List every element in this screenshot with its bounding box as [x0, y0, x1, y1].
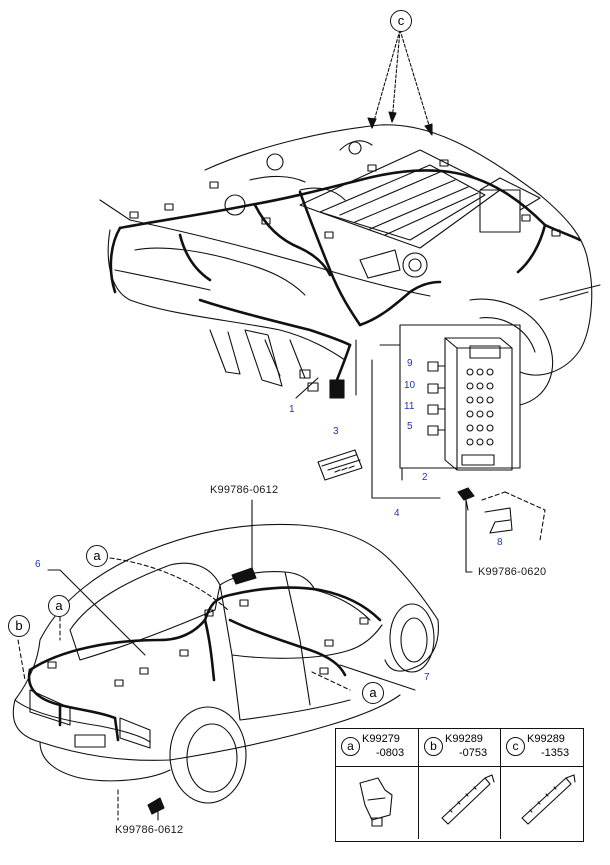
part-number-bolt-top: K99786-0612: [210, 484, 279, 496]
legend-cell-a: a K99279 -0803: [336, 729, 418, 839]
bracket-item-8: [481, 491, 546, 541]
bolt-top: [231, 499, 257, 585]
front-harness: [109, 169, 582, 387]
part-number-bolt-bottom: K99786-0612: [115, 824, 184, 836]
legend-header-c: c K99289 -1353: [501, 729, 583, 767]
legend-part-a-clip: [359, 777, 393, 827]
item-11: 11: [404, 401, 415, 412]
part-number-bolt-right: K99786-0620: [478, 566, 547, 578]
fastener-legend-table: a K99279 -0803 b K99289 -0753 c K99289 -…: [335, 728, 584, 842]
item-2: 2: [422, 472, 428, 483]
legend-letter-b: b: [424, 737, 443, 756]
rear-connectors: [47, 599, 369, 687]
legend-cell-b: b K99289 -0753: [418, 729, 501, 839]
item-6: 6: [35, 559, 41, 570]
relay-item-3: [317, 449, 363, 481]
item-3: 3: [333, 426, 339, 437]
item-8: 8: [497, 537, 503, 548]
legend-letter-a: a: [341, 737, 360, 756]
item-leaders-lower: [17, 557, 416, 691]
bolt-right: [457, 487, 475, 573]
legend-code-c-line2: -1353: [541, 747, 570, 759]
legend-code-c-line1: K99289: [527, 733, 565, 745]
item-10: 10: [404, 380, 416, 391]
harness-connectors: [129, 159, 561, 399]
engine-block: [224, 140, 541, 279]
item-7: 7: [424, 672, 430, 683]
callout-c: c: [390, 10, 412, 32]
legend-header-a: a K99279 -0803: [336, 729, 418, 767]
rear-car-body: [12, 523, 439, 804]
item-1: 1: [289, 404, 295, 415]
rear-harness: [27, 586, 382, 742]
legend-code-b-line1: K99289: [445, 733, 483, 745]
item-4: 4: [394, 508, 400, 519]
legend-part-c-strap: [521, 774, 576, 825]
relay-box-detail: [399, 324, 521, 471]
item-5: 5: [407, 421, 413, 432]
callout-c-leaders: [371, 29, 433, 136]
callout-a-upper: a: [86, 545, 108, 567]
legend-code-a-line2: -0803: [376, 747, 405, 759]
legend-part-b-strap: [441, 774, 495, 825]
callout-a-left: a: [48, 595, 70, 617]
callout-b: b: [8, 615, 30, 637]
legend-letter-c: c: [506, 737, 525, 756]
legend-cell-c: c K99289 -1353: [500, 729, 583, 839]
callout-a-right: a: [362, 682, 384, 704]
legend-code-b-line2: -0753: [459, 747, 488, 759]
front-car-body: [99, 124, 601, 406]
legend-header-b: b K99289 -0753: [419, 729, 501, 767]
item-leaders-upper: [295, 339, 441, 499]
legend-code-a-line1: K99279: [362, 733, 400, 745]
callout-c-arrowheads: [367, 111, 433, 136]
item-9: 9: [407, 358, 413, 369]
bolt-bottom: [117, 789, 165, 821]
